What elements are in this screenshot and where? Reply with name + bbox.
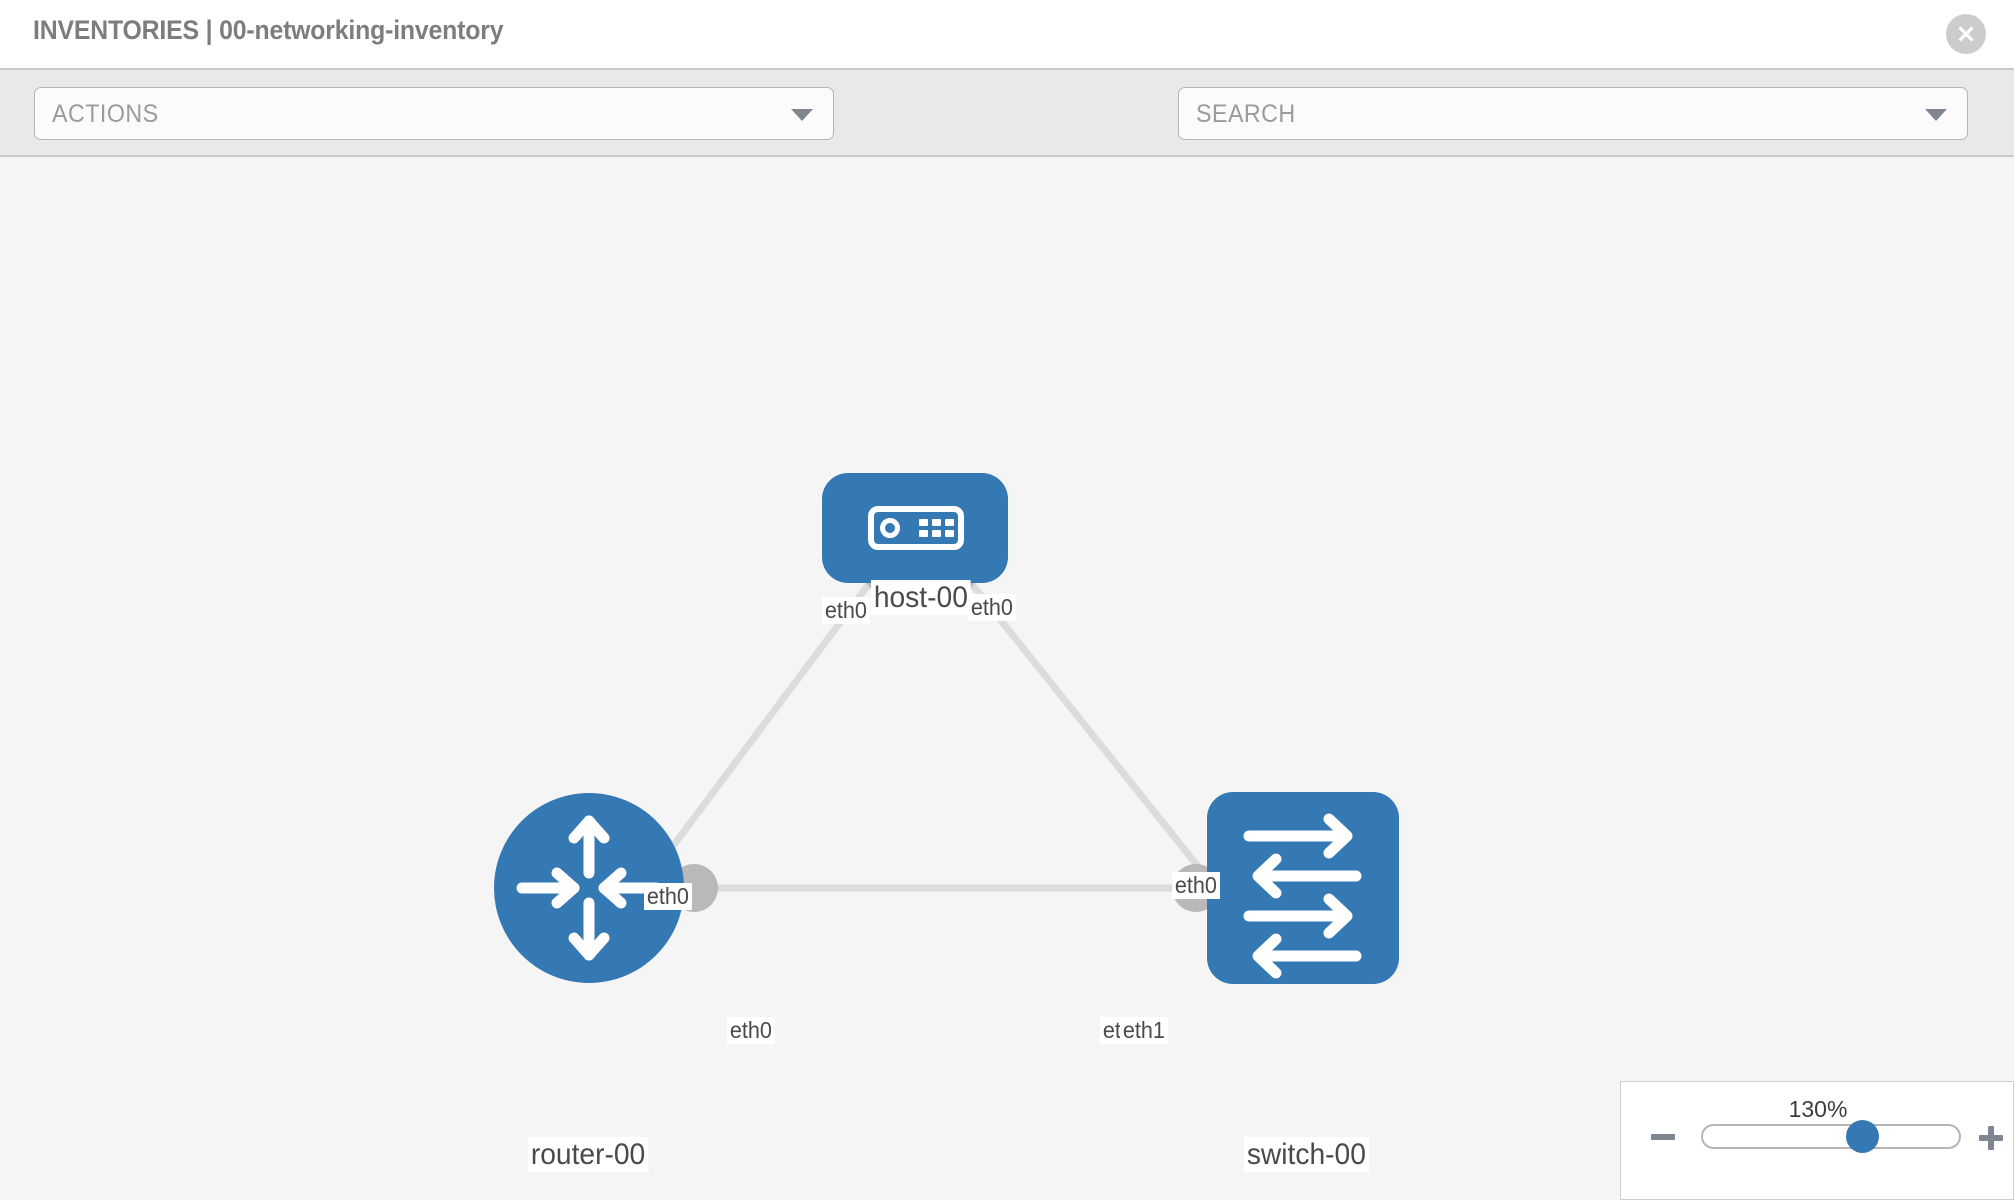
node-host-00 [822, 473, 1008, 583]
page-title: INVENTORIES | 00-networking-inventory [33, 15, 504, 45]
chevron-down-icon [791, 109, 813, 121]
zoom-slider[interactable] [1701, 1124, 1961, 1149]
zoom-slider-thumb[interactable] [1846, 1120, 1879, 1153]
node-router-00-shape [494, 793, 684, 983]
chevron-down-icon [1925, 109, 1947, 121]
server-icon [868, 506, 964, 550]
iface-label: eth0 [968, 594, 1016, 622]
toolbar: ACTIONS SEARCH [0, 68, 2014, 201]
actions-dropdown[interactable]: ACTIONS [34, 87, 834, 140]
zoom-control-panel: 130% [1620, 1081, 2014, 1200]
iface-label: eth0 [822, 597, 870, 625]
actions-dropdown-label: ACTIONS [52, 100, 159, 128]
search-placeholder: SEARCH [1196, 100, 1296, 128]
node-label-switch-00: switch-00 [1244, 1137, 1369, 1172]
node-switch-00 [1207, 792, 1399, 984]
minus-icon[interactable] [1651, 1134, 1675, 1140]
search-input[interactable]: SEARCH [1178, 87, 1968, 140]
topology-canvas[interactable]: eth0 eth0 eth0 eth0 eth0 eth0 eth1 host-… [0, 157, 2014, 1200]
node-host-00-shape [822, 473, 1008, 583]
plus-icon[interactable] [1973, 1120, 2009, 1156]
iface-label: eth0 [644, 883, 692, 911]
switch-arrows-icon [1243, 813, 1362, 979]
node-label-host-00: host-00 [871, 580, 971, 615]
iface-label: eth1 [1120, 1017, 1168, 1045]
node-router-00 [494, 793, 684, 983]
close-icon[interactable] [1946, 14, 1986, 54]
iface-label: eth0 [727, 1017, 775, 1045]
node-label-router-00: router-00 [528, 1137, 649, 1172]
zoom-level-value: 130% [1788, 1096, 1848, 1122]
topology-graph [494, 473, 1399, 984]
router-arrows-icon [516, 815, 662, 961]
page-header: INVENTORIES | 00-networking-inventory [0, 0, 2014, 68]
iface-label: eth0 [1172, 872, 1220, 900]
